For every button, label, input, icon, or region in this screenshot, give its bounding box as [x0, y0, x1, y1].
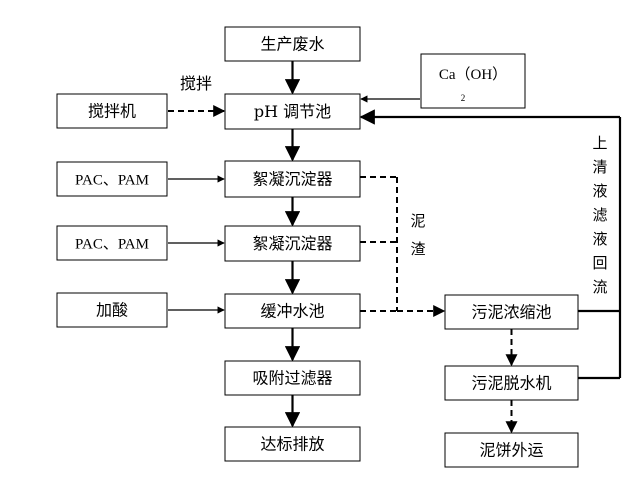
- node-flocculator-2: 絮凝沉淀器: [224, 225, 361, 262]
- node-wastewater-label: 生产废水: [260, 35, 324, 54]
- label-sludge-char-1: 泥: [410, 212, 425, 230]
- node-buffer-tank-label: 缓冲水池: [260, 302, 324, 321]
- node-pac-pam-1: PAC、PAM: [56, 161, 168, 197]
- return-flow-line: [359, 109, 622, 380]
- node-acid-label: 加酸: [96, 301, 128, 320]
- node-wastewater: 生产废水: [224, 26, 361, 62]
- label-return-char-2: 清: [592, 158, 607, 176]
- node-flocculator-2-label: 絮凝沉淀器: [252, 234, 332, 253]
- node-flocculator-1-label: 絮凝沉淀器: [252, 170, 332, 189]
- node-ph-tank: pH 调节池: [224, 93, 361, 130]
- node-adsorption-filter: 吸附过滤器: [224, 360, 361, 396]
- label-return-char-7: 流: [592, 278, 607, 296]
- label-stirring: 搅拌: [180, 74, 212, 93]
- node-caoh2: Ca（OH） 2: [420, 53, 526, 109]
- label-return-char-4: 滤: [592, 206, 607, 224]
- node-mixer: 搅拌机: [56, 93, 168, 129]
- node-sludge-dewatering-label: 污泥脱水机: [471, 374, 551, 393]
- node-discharge-label: 达标排放: [260, 435, 324, 454]
- node-ph-tank-label: pH 调节池: [254, 102, 331, 121]
- node-pac-pam-2: PAC、PAM: [56, 225, 168, 261]
- node-sludge-thickener-label: 污泥浓缩池: [471, 303, 551, 322]
- label-sludge-char-2: 渣: [410, 240, 425, 258]
- node-caoh2-subscript: 2: [461, 93, 466, 103]
- node-sludge-cake: 泥饼外运: [444, 432, 579, 468]
- node-flocculator-1: 絮凝沉淀器: [224, 160, 361, 198]
- node-pac-pam-2-label: PAC、PAM: [75, 237, 149, 253]
- node-mixer-label: 搅拌机: [88, 102, 136, 121]
- label-return-char-5: 液: [592, 230, 607, 248]
- node-discharge: 达标排放: [224, 426, 361, 462]
- node-sludge-dewatering: 污泥脱水机: [444, 365, 579, 401]
- label-return-char-1: 上: [592, 134, 607, 152]
- node-acid: 加酸: [56, 292, 168, 328]
- node-caoh2-label: Ca（OH）: [439, 66, 507, 83]
- node-pac-pam-1-label: PAC、PAM: [75, 173, 149, 189]
- node-sludge-thickener: 污泥浓缩池: [444, 294, 579, 330]
- node-adsorption-filter-label: 吸附过滤器: [252, 369, 332, 388]
- label-return-char-3: 液: [592, 182, 607, 200]
- label-return-char-6: 回: [592, 254, 607, 272]
- sludge-dashed-collector: [360, 176, 446, 317]
- node-buffer-tank: 缓冲水池: [224, 293, 361, 329]
- node-sludge-cake-label: 泥饼外运: [479, 441, 543, 460]
